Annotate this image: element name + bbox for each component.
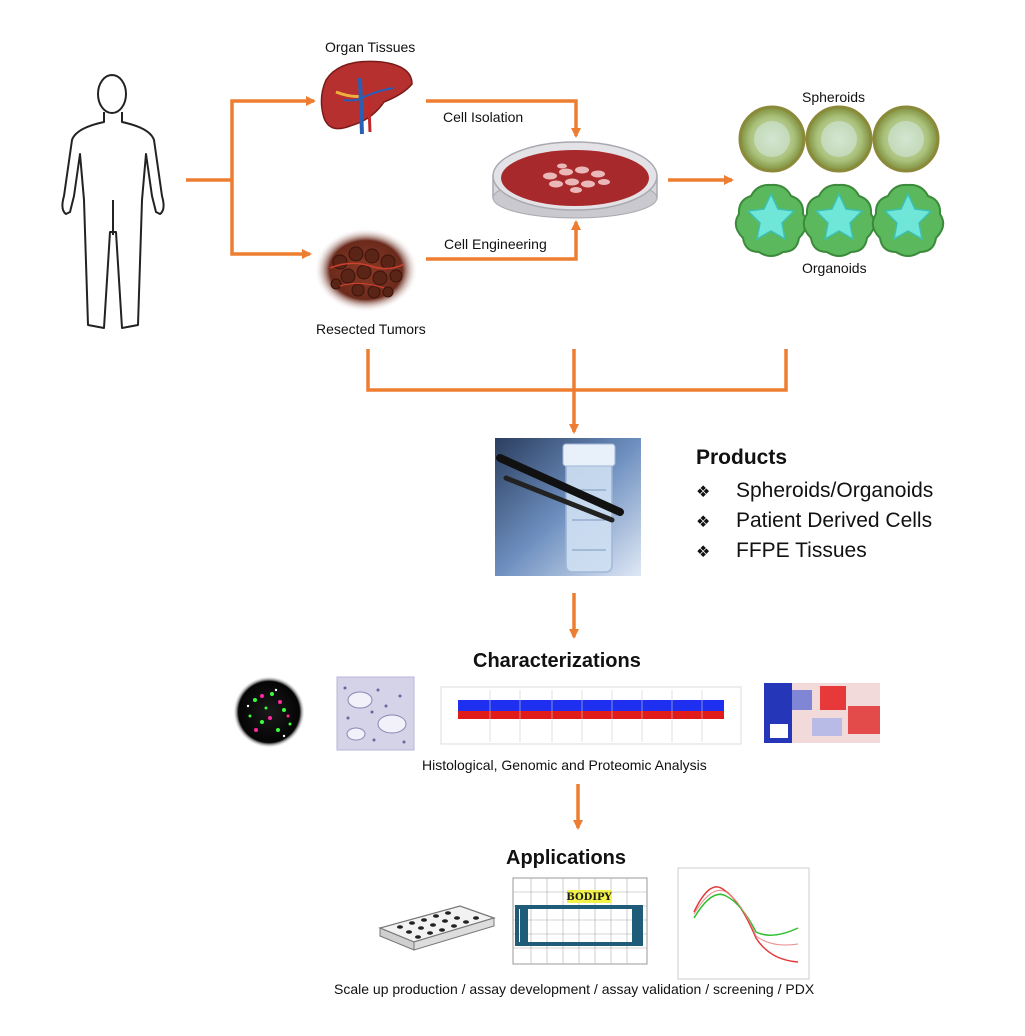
diamond-bullet-icon: ❖ [696,484,711,501]
spheroid-group [738,105,940,173]
arrow-cell-isolation [426,99,581,138]
characterizations-title: Characterizations [473,650,641,672]
organoid-icon [802,183,876,257]
label-organoids: Organoids [802,260,867,276]
histology-image [336,676,415,751]
plate-label: BODIPY [566,892,612,903]
arrow-merge [366,349,788,392]
label-cell-engineering: Cell Engineering [444,236,547,252]
arrow-to-organ [230,96,316,180]
genomic-plot-image [440,686,742,745]
well-plate-icon [378,905,496,951]
diamond-bullet-icon: ❖ [696,544,711,561]
products-item-label: Spheroids/Organoids [736,479,934,502]
diamond-bullet-icon: ❖ [696,514,711,531]
applications-caption: Scale up production / assay development … [334,981,815,997]
products-item-label: FFPE Tissues [736,539,867,562]
spheroid-icon [805,105,873,173]
applications-title: Applications [506,847,627,869]
arrow-cell-engineering [426,220,581,261]
flow-arrows [186,96,788,830]
label-cell-isolation: Cell Isolation [443,109,524,125]
petri-dish-icon [492,141,658,219]
organoid-group [734,183,945,257]
fluorescence-image [233,676,305,748]
products-list: ❖ Spheroids/Organoids ❖ Patient Derived Ce… [696,476,933,566]
growth-curve-image [677,867,810,980]
tumor-icon [314,228,418,312]
label-resected-tumors: Resected Tumors [316,321,426,337]
cryovial-icon [495,438,641,576]
products-item: ❖ Patient Derived Cells [696,506,933,536]
organoid-icon [734,183,808,257]
label-spheroids: Spheroids [802,89,866,105]
products-item: ❖ FFPE Tissues [696,536,933,566]
human-silhouette-icon [61,74,165,329]
products-item: ❖ Spheroids/Organoids [696,476,933,506]
products-item-label: Patient Derived Cells [736,509,933,532]
liver-icon [320,60,413,135]
plate-layout-image [512,877,648,965]
label-organ-tissues: Organ Tissues [325,39,416,55]
heatmap-image [764,683,880,743]
organoid-icon [871,183,945,257]
arrow-to-tumor [230,180,312,259]
characterizations-caption: Histological, Genomic and Proteomic Anal… [422,757,707,773]
spheroid-icon [872,105,940,173]
spheroid-icon [738,105,806,173]
products-title: Products [696,446,788,469]
